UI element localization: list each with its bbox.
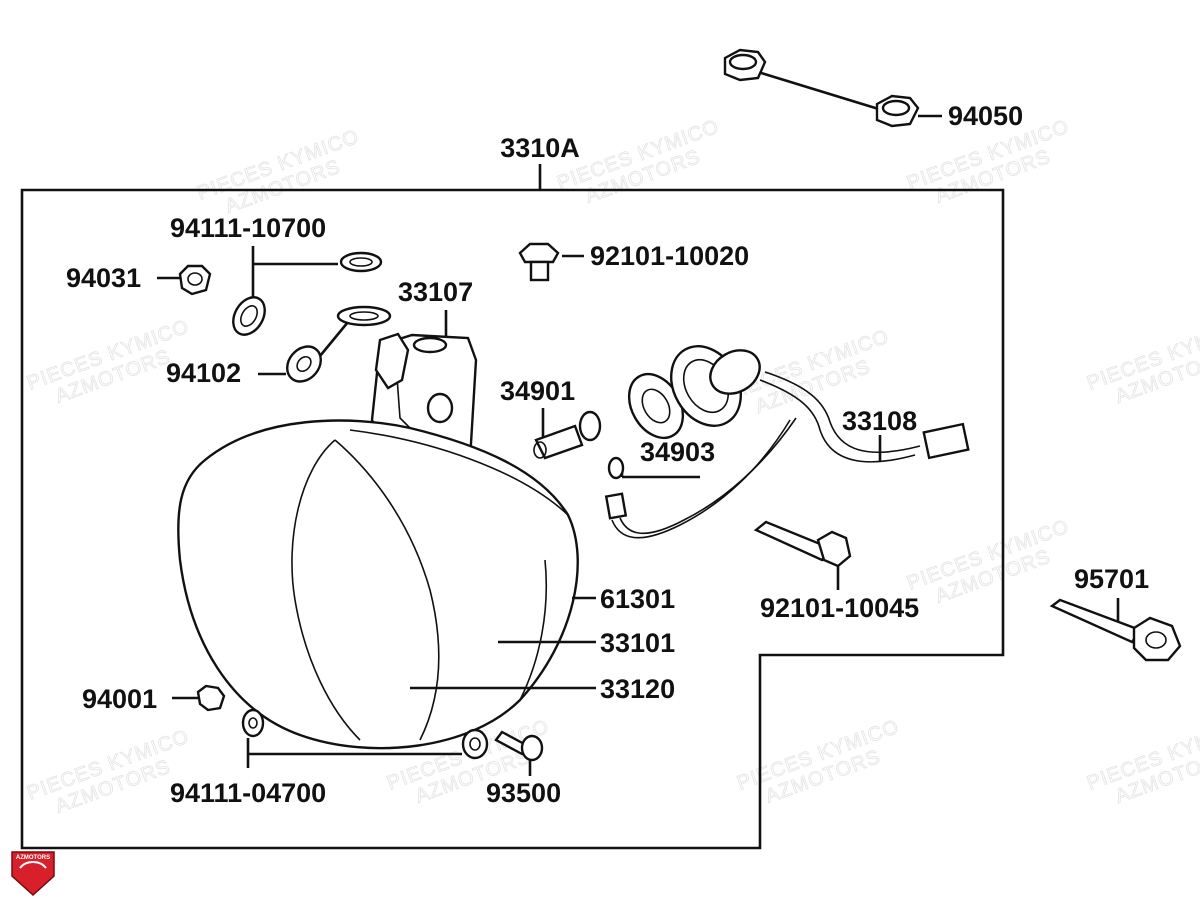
label-34901: 34901 bbox=[500, 376, 575, 406]
label-93500: 93500 bbox=[486, 778, 561, 808]
bolt-92101-10045: 92101-10045 bbox=[753, 520, 919, 623]
label-94111-10700: 94111-10700 bbox=[170, 213, 326, 243]
label-95701: 95701 bbox=[1074, 564, 1149, 594]
label-94001: 94001 bbox=[82, 684, 157, 714]
headlight-housing bbox=[177, 419, 579, 750]
label-92101-10020: 92101-10020 bbox=[590, 241, 749, 271]
nut-94001: 94001 bbox=[82, 684, 226, 714]
bolt-92101-10020: 92101-10020 bbox=[518, 241, 749, 282]
screw-93500: 93500 bbox=[486, 730, 561, 808]
logo-text: AZMOTORS bbox=[16, 855, 50, 861]
label-33120: 33120 bbox=[600, 674, 675, 704]
washer-94111-04700: 94111-04700 bbox=[170, 708, 489, 808]
bolt-95701: 95701 bbox=[1049, 564, 1182, 662]
washer-94111-10700: 94111-10700 bbox=[170, 213, 383, 336]
bulb-34901: 34901 bbox=[500, 376, 602, 460]
nut-94050 bbox=[723, 48, 942, 128]
bulb-34903: 34903 bbox=[604, 417, 797, 539]
label-94111-04700: 94111-04700 bbox=[170, 778, 326, 808]
harness-33108: 33108 bbox=[627, 345, 970, 463]
label-33107: 33107 bbox=[398, 277, 473, 307]
washer-94102: 94102 bbox=[166, 305, 392, 388]
label-94031: 94031 bbox=[66, 263, 141, 293]
label-94050: 94050 bbox=[948, 101, 1023, 131]
label-3310A: 3310A bbox=[500, 133, 580, 163]
label-94102: 94102 bbox=[166, 358, 241, 388]
nut-94031: 94031 bbox=[66, 263, 212, 296]
label-61301: 61301 bbox=[600, 584, 675, 614]
label-92101-10045: 92101-10045 bbox=[760, 593, 919, 623]
azmotors-logo: AZMOTORS bbox=[11, 851, 55, 897]
label-33101: 33101 bbox=[600, 628, 675, 658]
assembly-outline bbox=[20, 188, 1005, 850]
label-33108: 33108 bbox=[842, 406, 917, 436]
label-34903: 34903 bbox=[640, 437, 715, 467]
